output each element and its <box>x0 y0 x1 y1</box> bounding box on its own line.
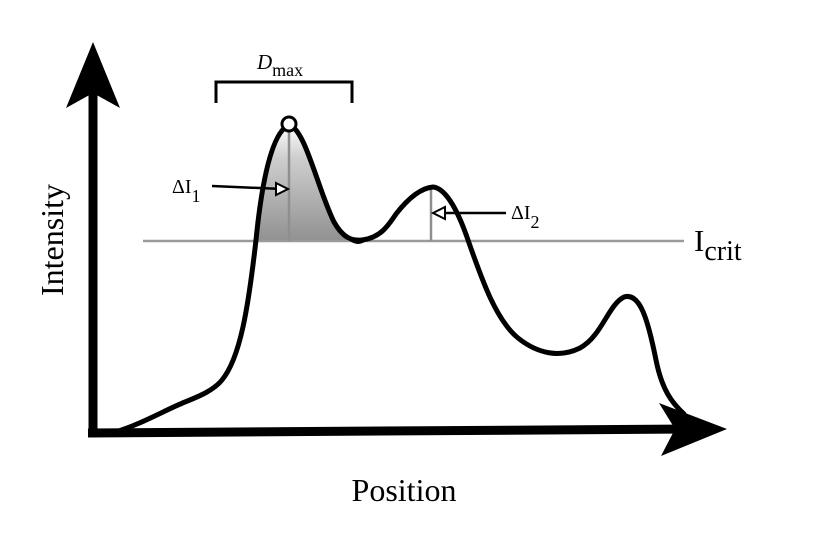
delta-i2-label: ΔI2 <box>511 202 540 232</box>
delta-i1-arrow-line <box>211 184 283 191</box>
x-axis-arrowhead <box>659 403 727 456</box>
dmax-label: Dmax <box>256 50 303 80</box>
dmax-bracket <box>214 80 354 103</box>
intensity-curve <box>109 122 687 436</box>
dip-marker <box>349 239 367 244</box>
y-axis-label: Intensity <box>34 184 70 296</box>
y-axis-arrowhead <box>66 42 120 108</box>
icrit-label: Icrit <box>694 223 742 267</box>
x-axis <box>87 424 691 438</box>
peak-marker <box>280 115 298 133</box>
peak-shaded-area <box>255 125 351 241</box>
delta-i2-arrowhead <box>430 205 446 221</box>
x-axis-label: Position <box>352 472 457 508</box>
delta-i1-label: ΔI1 <box>172 176 201 206</box>
delta-i1-arrowhead <box>275 181 291 197</box>
